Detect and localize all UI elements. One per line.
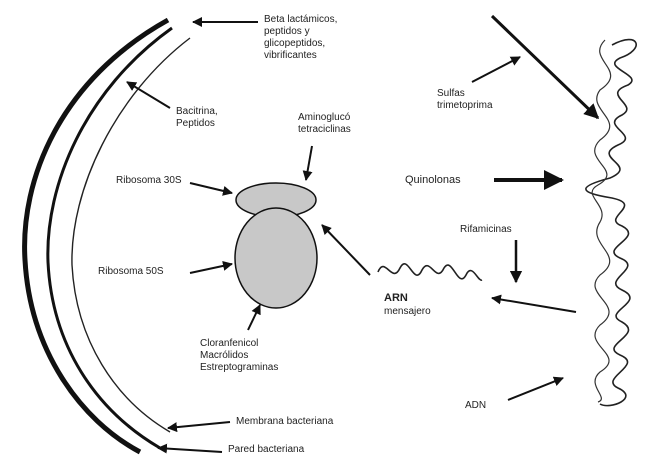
label-quinolonas: Quinolonas xyxy=(405,174,461,186)
mrna-squiggle xyxy=(378,264,482,280)
arrow-adn xyxy=(508,378,563,400)
label-membrana-bacteriana: Membrana bacteriana xyxy=(236,416,333,428)
dna-coil xyxy=(586,40,636,406)
arrow-aminoglucosidos xyxy=(306,146,312,180)
label-beta-lactamicos-line-1: Beta lactámicos, xyxy=(264,14,337,26)
label-sulfas: Sulfas trimetoprima xyxy=(437,88,493,112)
arrow-sulfas xyxy=(472,57,520,82)
label-adn: ADN xyxy=(465,400,486,412)
label-aminoglucosidos-line-2: tetraciclinas xyxy=(298,124,351,136)
ribosome-50s-shape xyxy=(235,208,317,308)
label-aminoglucosidos: Aminoglucó tetraciclinas xyxy=(298,112,351,136)
label-ribosoma-50s: Ribosoma 50S xyxy=(98,266,164,278)
label-beta-lactamicos-line-3: glicopeptidos, xyxy=(264,38,337,50)
label-sulfas-line-1: Sulfas xyxy=(437,88,493,100)
cell-wall-outer xyxy=(25,20,168,452)
label-beta-lactamicos-line-2: peptidos y xyxy=(264,26,337,38)
arrow-ribosoma-50s xyxy=(190,264,232,273)
arrow-pared xyxy=(158,448,222,452)
label-bacitracina-line-2: Peptidos xyxy=(176,118,218,130)
label-arn-mensajero: mensajero xyxy=(384,306,431,318)
label-aminoglucosidos-line-1: Aminoglucó xyxy=(298,112,351,124)
label-cloranfenicol-line-2: Macrólidos xyxy=(200,350,278,362)
label-bacitracina: Bacitrina, Peptidos xyxy=(176,106,218,130)
arrow-cloranfenicol xyxy=(248,305,260,330)
label-beta-lactamicos-line-4: vibrificantes xyxy=(264,50,337,62)
label-bacitracina-line-1: Bacitrina, xyxy=(176,106,218,118)
label-cloranfenicol-line-1: Cloranfenicol xyxy=(200,338,278,350)
label-rifamicinas: Rifamicinas xyxy=(460,224,512,236)
label-beta-lactamicos: Beta lactámicos, peptidos y glicopeptido… xyxy=(264,14,337,62)
arrow-ribosoma-30s xyxy=(190,183,232,193)
label-arn: ARN xyxy=(384,292,408,304)
label-cloranfenicol-line-3: Estreptograminas xyxy=(200,362,278,374)
arrow-dna-to-mrna xyxy=(492,298,576,312)
arrow-mrna-ribosome xyxy=(322,225,370,275)
label-cloranfenicol: Cloranfenicol Macrólidos Estreptogramina… xyxy=(200,338,278,374)
arrow-dna-long xyxy=(492,16,598,118)
dna-coil-strand xyxy=(592,40,611,402)
arrow-membrana xyxy=(168,422,230,428)
cell-membrane xyxy=(72,38,190,432)
label-pared-bacteriana: Pared bacteriana xyxy=(228,444,304,456)
label-ribosoma-30s: Ribosoma 30S xyxy=(116,175,182,187)
label-sulfas-line-2: trimetoprima xyxy=(437,100,493,112)
